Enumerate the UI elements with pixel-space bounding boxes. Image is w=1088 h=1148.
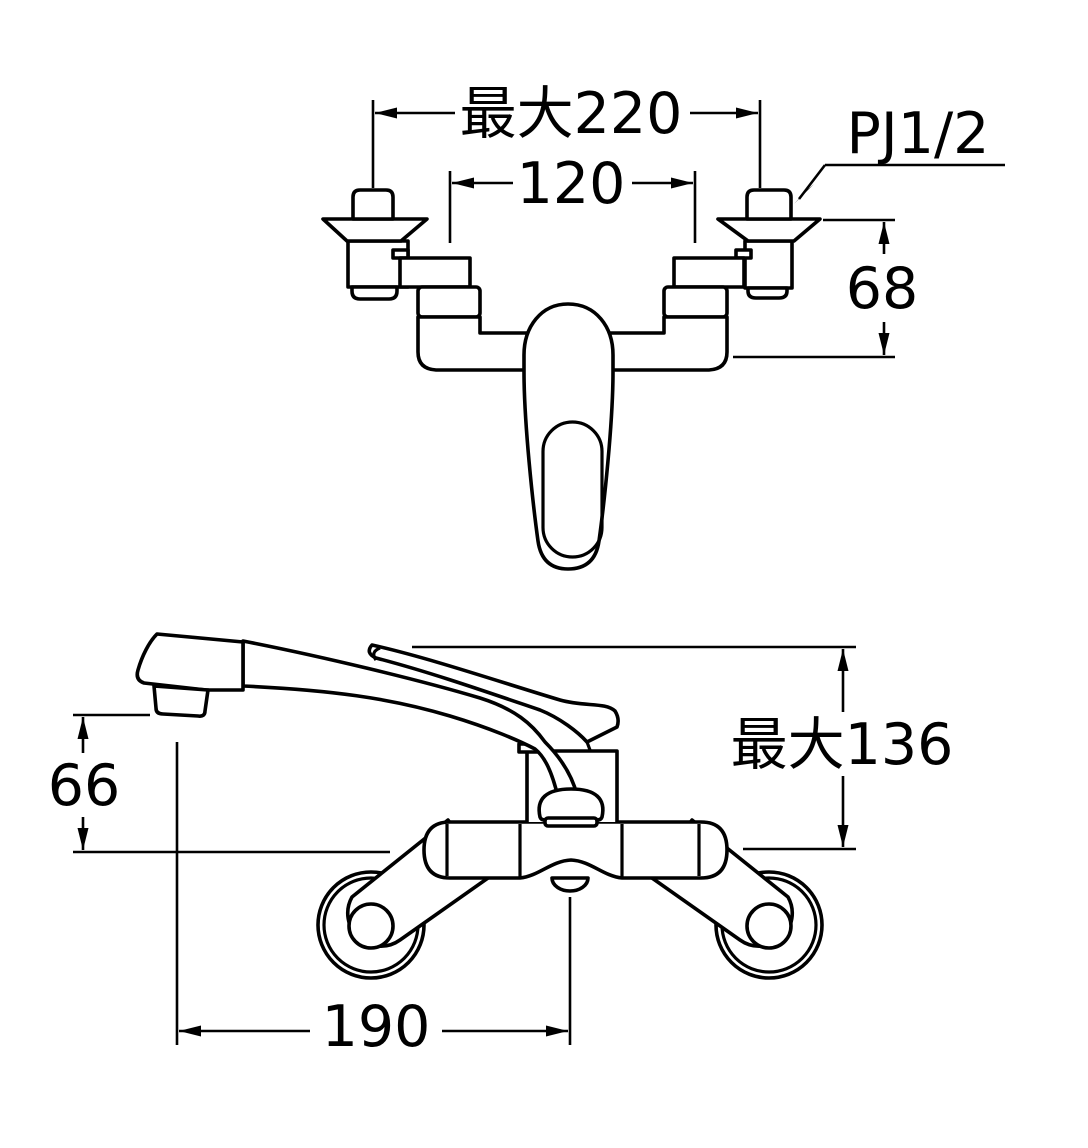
lever-tip-curl bbox=[372, 646, 381, 661]
arrow-left-icon bbox=[375, 107, 397, 119]
dimension-66-label: 66 bbox=[48, 753, 121, 819]
arrow-up-icon bbox=[837, 649, 849, 671]
arrow-down-icon bbox=[77, 828, 89, 850]
dimension-max136: 最大136 bbox=[412, 645, 954, 851]
arrow-left-icon bbox=[179, 1025, 201, 1037]
arrow-down-icon bbox=[878, 333, 890, 355]
arm-left bbox=[398, 256, 472, 289]
fitting-foot-right bbox=[746, 286, 789, 300]
fitting-body-right bbox=[743, 239, 794, 290]
leg-hub-right bbox=[745, 902, 793, 950]
valve-body-side bbox=[422, 820, 729, 880]
lever-stem-step bbox=[585, 741, 592, 751]
fitting-flange-left bbox=[321, 217, 429, 243]
dimension-max220: 最大220 bbox=[371, 81, 762, 188]
fitting-nut-left bbox=[351, 188, 395, 221]
front-view bbox=[321, 188, 822, 571]
dimension-68-label: 68 bbox=[846, 256, 919, 322]
fitting-foot-left bbox=[350, 285, 399, 301]
ball-joint bbox=[537, 787, 605, 822]
callout-pj12-label: PJ1/2 bbox=[847, 101, 990, 167]
fitting-nut-right bbox=[745, 188, 793, 221]
arm-step-right bbox=[734, 248, 753, 260]
lever-handle-inner-oval bbox=[541, 420, 604, 559]
leader-line bbox=[797, 164, 827, 200]
dimension-max136-label: 最大136 bbox=[731, 712, 954, 778]
lever-handle-side bbox=[367, 643, 620, 744]
dimension-120-label: 120 bbox=[517, 151, 626, 217]
leg-hub-left bbox=[347, 902, 395, 950]
arrow-left-icon bbox=[452, 177, 474, 189]
union-nut-right bbox=[662, 285, 729, 319]
spray-nozzle bbox=[152, 684, 210, 718]
outlet-boss bbox=[550, 876, 590, 893]
wall-fitting-right bbox=[716, 188, 822, 300]
leader-arrow-icon bbox=[794, 184, 814, 204]
union-nut-left bbox=[416, 285, 482, 319]
arrow-right-icon bbox=[546, 1025, 568, 1037]
lever-handle-front bbox=[522, 302, 615, 571]
callout-pj12: PJ1/2 bbox=[794, 101, 1005, 204]
arrow-down-icon bbox=[837, 825, 849, 847]
dimension-66: 66 bbox=[48, 713, 390, 854]
spray-head bbox=[135, 632, 245, 692]
arm-right bbox=[672, 256, 746, 289]
arrow-right-icon bbox=[671, 177, 693, 189]
dimension-68: 68 bbox=[733, 218, 919, 359]
dimension-190-label: 190 bbox=[322, 994, 431, 1060]
arrow-right-icon bbox=[736, 107, 758, 119]
ball-joint-base bbox=[543, 816, 599, 828]
fitting-flange-right bbox=[716, 217, 822, 243]
dimensions: 最大220 120 PJ1/2 68 bbox=[48, 81, 1005, 1060]
dimension-120: 120 bbox=[448, 151, 697, 243]
arrow-up-icon bbox=[77, 717, 89, 739]
dimension-190: 190 bbox=[175, 742, 572, 1060]
arrow-up-icon bbox=[878, 222, 890, 244]
dimension-max220-label: 最大220 bbox=[460, 81, 683, 147]
side-view bbox=[135, 632, 824, 980]
